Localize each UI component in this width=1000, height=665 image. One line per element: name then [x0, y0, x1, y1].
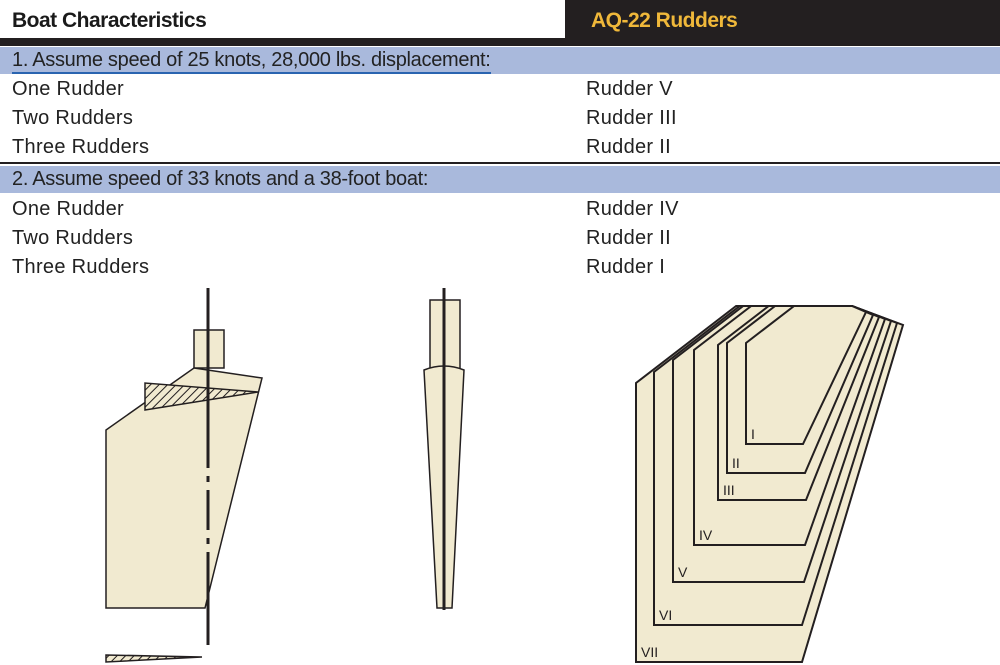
- row-config: One Rudder: [12, 198, 124, 220]
- row-rudder: Rudder V: [586, 78, 673, 100]
- rudder-size-label: IV: [699, 527, 713, 543]
- header-divider: [0, 38, 1000, 46]
- row-rudder: Rudder II: [586, 227, 671, 249]
- table-row: Three Rudders Rudder II: [0, 134, 1000, 162]
- table-row: Two Rudders Rudder III: [0, 105, 1000, 133]
- section-1-title: 1. Assume speed of 25 knots, 28,000 lbs.…: [12, 49, 491, 74]
- table-row: Three Rudders Rudder I: [0, 254, 1000, 282]
- rudder-edge-view: [423, 288, 465, 610]
- table-row: Two Rudders Rudder II: [0, 225, 1000, 253]
- section-2-heading: 2. Assume speed of 33 knots and a 38-foo…: [0, 166, 1000, 193]
- rudder-size-label: III: [723, 482, 735, 498]
- aq22-rudders-title: AQ-22 Rudders: [591, 9, 738, 32]
- header-left: Boat Characteristics: [0, 0, 565, 38]
- rudder-side-view: [105, 288, 263, 663]
- section-2-title: 2. Assume speed of 33 knots and a 38-foo…: [12, 168, 429, 190]
- rudder-tip-section: [105, 654, 203, 663]
- table-row: One Rudder Rudder V: [0, 76, 1000, 104]
- boat-characteristics-title: Boat Characteristics: [12, 9, 207, 32]
- rudder-size-comparison: [635, 305, 905, 663]
- rudder-size-label: VI: [659, 607, 672, 623]
- row-config: Two Rudders: [12, 107, 134, 129]
- row-config: Three Rudders: [12, 136, 150, 158]
- row-config: Three Rudders: [12, 256, 150, 278]
- table-row: One Rudder Rudder IV: [0, 196, 1000, 224]
- rudder-size-label: I: [751, 426, 755, 442]
- row-config: Two Rudders: [12, 227, 134, 249]
- rudder-section-hatch: [144, 382, 259, 411]
- section-1-heading: 1. Assume speed of 25 knots, 28,000 lbs.…: [0, 47, 1000, 74]
- rudder-outline-I: [745, 305, 868, 445]
- rudder-size-label: II: [732, 455, 740, 471]
- section-divider: [0, 162, 1000, 164]
- row-rudder: Rudder III: [586, 107, 677, 129]
- row-rudder: Rudder IV: [586, 198, 679, 220]
- rudder-size-label: VII: [641, 644, 658, 660]
- row-rudder: Rudder I: [586, 256, 666, 278]
- row-config: One Rudder: [12, 78, 124, 100]
- rudder-size-label: V: [678, 564, 688, 580]
- rudder-blade: [105, 367, 263, 609]
- row-rudder: Rudder II: [586, 136, 671, 158]
